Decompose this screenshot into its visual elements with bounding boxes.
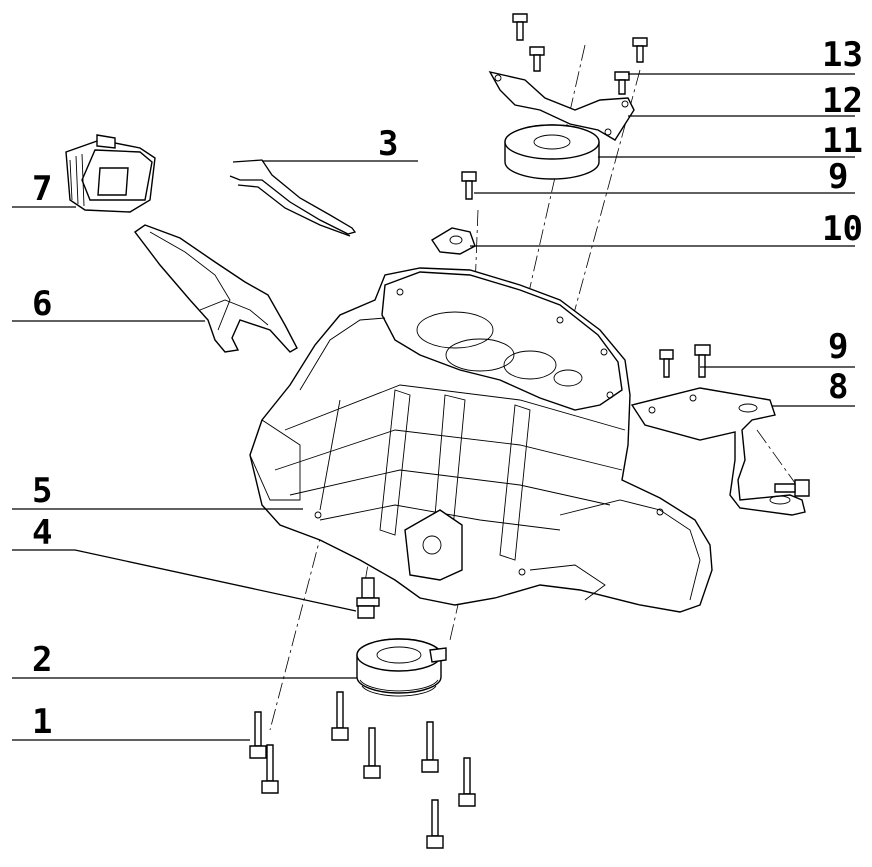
callout-7: 7 [32, 169, 52, 209]
callout-10: 10 [822, 209, 863, 249]
part-1-bolts [249, 691, 476, 849]
part-6-fork [134, 224, 298, 353]
callout-4: 4 [32, 513, 52, 553]
callout-8: 8 [828, 367, 848, 407]
callout-12: 12 [822, 81, 863, 121]
callout-labels: 13 12 11 9 10 3 7 6 9 8 5 4 2 1 [32, 35, 863, 742]
callout-2: 2 [32, 640, 52, 680]
part-2-bearing [356, 638, 447, 697]
callout-9-right: 9 [828, 327, 848, 367]
part-9-bolts-right [659, 344, 810, 497]
part-7-boot [65, 134, 156, 213]
part-10-washer [431, 227, 476, 255]
callout-13: 13 [822, 35, 863, 75]
part-9-bolt-upper [461, 171, 477, 200]
leader-lines [12, 73, 855, 741]
callout-5: 5 [32, 471, 52, 511]
part-13-bolts [512, 13, 648, 95]
callout-6: 6 [32, 284, 52, 324]
callout-3: 3 [378, 124, 398, 164]
callout-1: 1 [32, 702, 52, 742]
part-8-bracket [630, 387, 806, 516]
part-11-ring [504, 124, 600, 180]
part-12-bracket [488, 70, 635, 141]
part-3-spring [229, 159, 357, 237]
part-4-stud [356, 577, 380, 619]
callout-11: 11 [822, 121, 863, 161]
part-5-housing [249, 267, 713, 613]
callout-9-upper: 9 [828, 157, 848, 197]
